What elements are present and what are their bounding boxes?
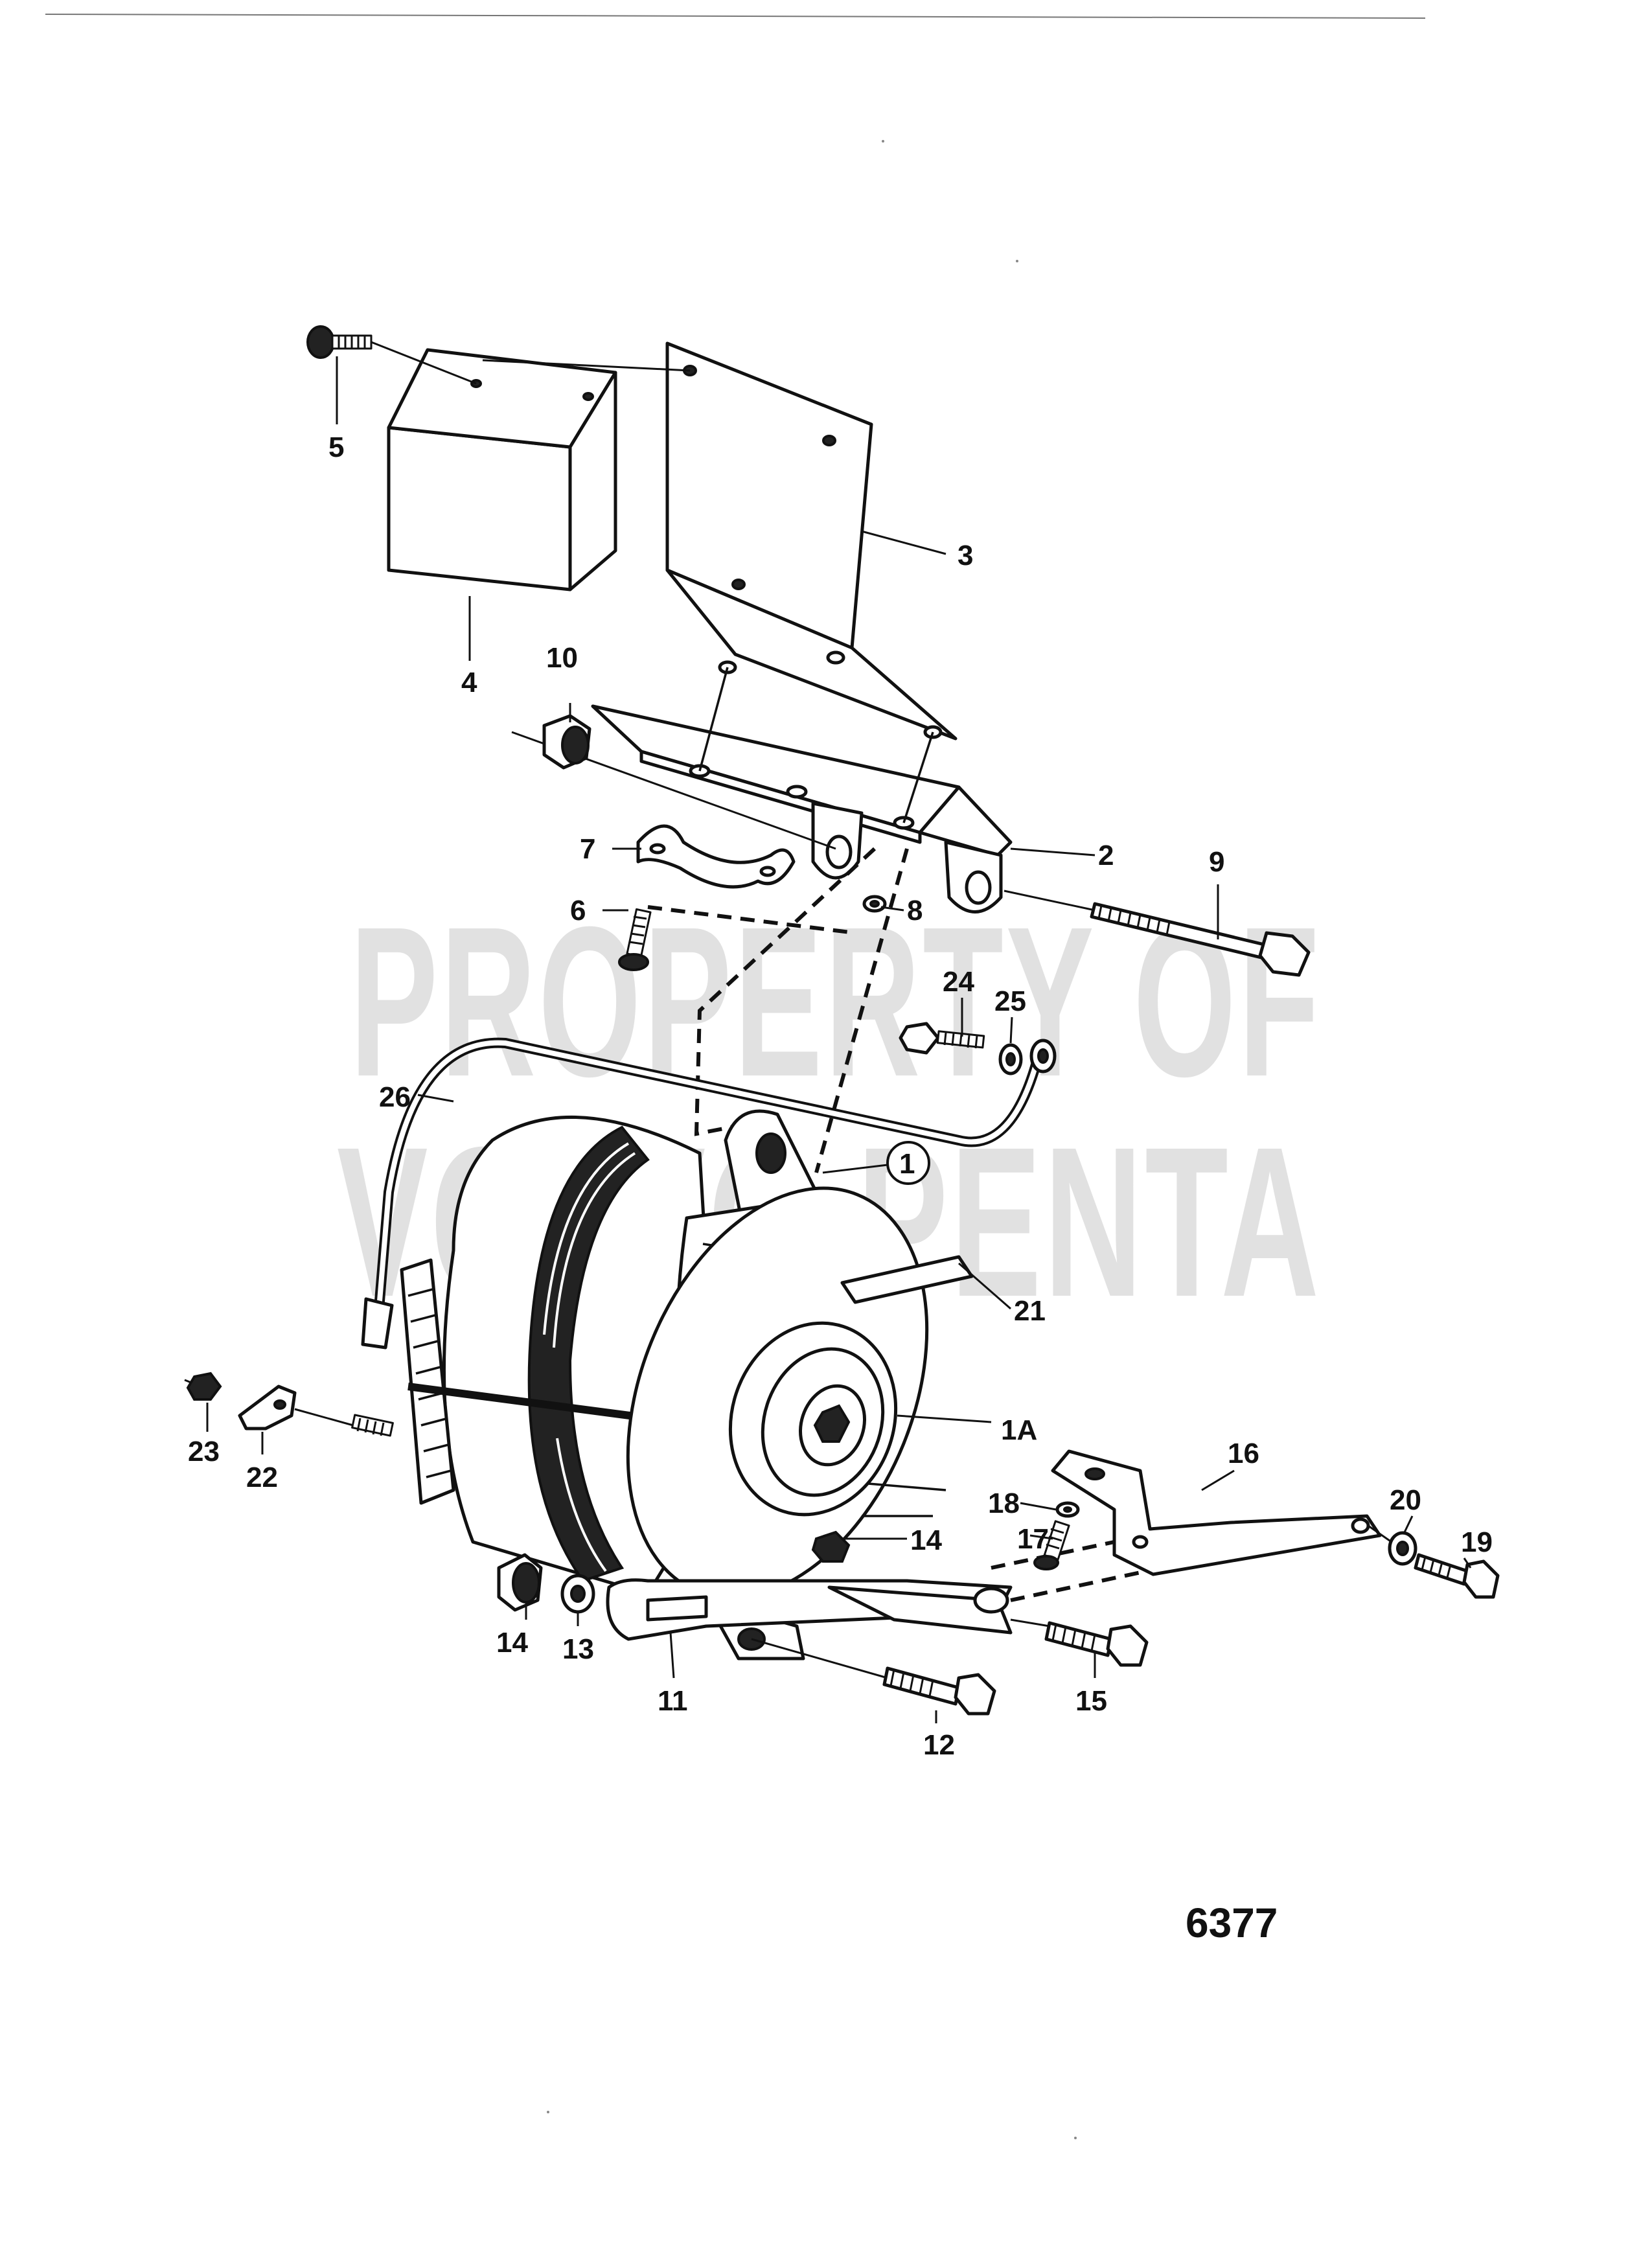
leader-lines [206, 356, 1472, 1723]
mounting-plate [482, 341, 958, 741]
callout-16: 16 [1228, 1438, 1259, 1469]
watermark-line-1: PROPERTY OF [350, 882, 1322, 1121]
arm-washer [560, 1574, 595, 1614]
callout-5: 5 [328, 431, 344, 463]
callout-24: 24 [943, 966, 974, 998]
assembly-line-clamp [647, 905, 856, 935]
scan-specks [547, 140, 1077, 2139]
alternator-bracket [591, 667, 1013, 913]
figure-number: 6377 [1186, 1900, 1278, 1946]
callout-4: 4 [461, 667, 477, 698]
terminal-connector [238, 1385, 394, 1437]
tension-bolt [1010, 1618, 1149, 1667]
tension-bracket [1051, 1449, 1382, 1576]
callout-1a: 1A [1001, 1414, 1037, 1446]
ground-bolt [899, 1022, 985, 1055]
end-bolt [1414, 1553, 1500, 1599]
arm-nut-right [811, 1530, 851, 1563]
fan-guard [840, 1255, 1011, 1310]
bracket-screw [1033, 1520, 1070, 1570]
assembly-line-ear [814, 848, 909, 1173]
bracket-washer [862, 895, 887, 913]
callout-3: 3 [958, 540, 973, 571]
assembly-line-arm [991, 1540, 1193, 1602]
scan-edge-line [45, 14, 1426, 19]
callout-14-right: 14 [910, 1524, 942, 1556]
arm-bolt [751, 1638, 996, 1716]
callout-9: 9 [1209, 846, 1224, 878]
cover-box [387, 348, 617, 592]
callout-2: 2 [1098, 840, 1114, 871]
callout-8: 8 [907, 895, 923, 926]
cable-clamp [636, 824, 796, 889]
arm-nut-left [497, 1553, 543, 1612]
callout-21: 21 [1014, 1295, 1046, 1327]
assembly-line-upper [694, 847, 877, 1136]
callout-10: 10 [546, 642, 578, 674]
callout-20: 20 [1390, 1484, 1421, 1516]
clamp-bolt [618, 908, 652, 971]
callout-14-left: 14 [496, 1627, 528, 1659]
callout-6: 6 [570, 895, 586, 926]
callout-labels: 1 1A 2 3 4 5 6 7 8 9 10 11 12 13 14 14 1… [188, 431, 1493, 1761]
callout-26: 26 [379, 1081, 411, 1113]
bracket-nut [511, 714, 836, 850]
terminal-nut [184, 1372, 222, 1401]
callout-25: 25 [994, 985, 1026, 1017]
ground-cable [361, 1037, 1057, 1350]
callout-7: 7 [580, 833, 595, 865]
callout-13: 13 [562, 1633, 594, 1665]
callout-12: 12 [923, 1729, 955, 1761]
callout-23: 23 [188, 1436, 220, 1467]
callout-17: 17 [1017, 1523, 1049, 1555]
adjusting-arm [606, 1578, 1013, 1641]
callout-15: 15 [1075, 1685, 1107, 1717]
callout-19: 19 [1461, 1526, 1493, 1558]
callout-1: 1 [899, 1148, 915, 1180]
cover-screw [306, 325, 477, 385]
callout-18: 18 [988, 1488, 1020, 1519]
end-washer [1368, 1524, 1417, 1566]
ground-washer [998, 1043, 1023, 1075]
bracket-lock-washer [1055, 1501, 1080, 1518]
callout-11: 11 [658, 1685, 688, 1717]
callout-circle-1 [886, 1141, 930, 1185]
long-pivot-bolt [1004, 890, 1311, 977]
callout-22: 22 [246, 1462, 278, 1493]
